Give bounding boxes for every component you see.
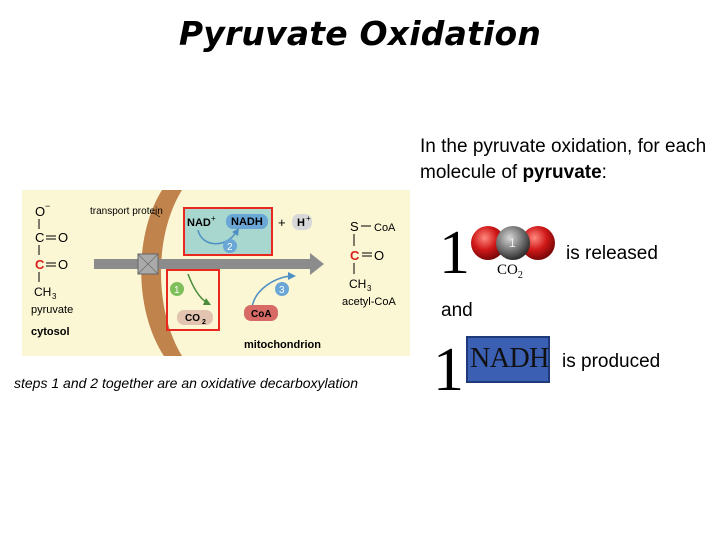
pyruvate-label: pyruvate bbox=[31, 304, 73, 316]
co2-count: 1 bbox=[439, 219, 470, 287]
cytosol-label: cytosol bbox=[31, 326, 70, 338]
mitochondrion-label: mitochondrion bbox=[244, 339, 321, 351]
produced-text: is produced bbox=[562, 351, 661, 372]
acetyl-carbon: C bbox=[350, 248, 360, 263]
step1-curve-arrow bbox=[187, 273, 207, 303]
carbon-atom-label: 1 bbox=[509, 236, 516, 250]
pyruvate-oxidation-diagram: transport protein O − C O C O CH 3 pyruv… bbox=[22, 190, 410, 356]
step2-curve-arrow bbox=[197, 229, 237, 245]
co2-diagram-label: CO bbox=[185, 313, 200, 324]
carbon-atom bbox=[496, 226, 530, 260]
acetyl-sulfur: S bbox=[350, 219, 359, 234]
released-text: is released bbox=[566, 243, 658, 264]
co2-formula-main: CO bbox=[497, 262, 518, 278]
step1-number: 1 bbox=[174, 285, 180, 296]
acetyl-methyl: CH bbox=[349, 277, 366, 291]
step3-curve-arrow bbox=[251, 275, 291, 309]
acetyl-methyl-subscript: 3 bbox=[367, 284, 372, 293]
pyruvate-carbon-1: C bbox=[35, 230, 44, 245]
pyruvate-methyl-subscript: 3 bbox=[52, 292, 57, 301]
mitochondrial-membrane bbox=[141, 190, 182, 356]
step1-highlight-box bbox=[166, 269, 220, 331]
pyruvate-methyl: CH bbox=[34, 285, 51, 299]
step2-marker bbox=[223, 239, 237, 253]
page-title: Pyruvate Oxidation bbox=[178, 14, 542, 53]
nadh-count: 1 bbox=[433, 336, 464, 404]
intro-suffix: : bbox=[601, 162, 607, 183]
oxygen-atom-right bbox=[521, 226, 555, 260]
h-ion-charge: + bbox=[306, 214, 311, 223]
nadh-label: NADH bbox=[470, 343, 549, 374]
pyruvate-oxygen-1: O bbox=[58, 230, 68, 245]
nadh-box bbox=[466, 336, 550, 383]
step3-number: 3 bbox=[279, 285, 285, 296]
h-ion-pill bbox=[292, 214, 312, 230]
pyruvate-oxygen: O bbox=[35, 204, 45, 219]
coa-pill bbox=[244, 305, 278, 321]
acetyl-coa-text: CoA bbox=[374, 222, 396, 234]
intro-bold-word: pyruvate bbox=[522, 162, 602, 183]
diagram-caption: steps 1 and 2 together are an oxidative … bbox=[14, 375, 359, 391]
step1-marker bbox=[170, 282, 184, 296]
and-text: and bbox=[441, 300, 473, 321]
acetyl-coa-label: acetyl-CoA bbox=[342, 296, 396, 308]
transport-protein-label: transport protein bbox=[90, 206, 163, 217]
coa-label: CoA bbox=[251, 309, 272, 320]
acetyl-oxygen: O bbox=[374, 248, 384, 263]
oxygen-atom-left bbox=[471, 226, 505, 260]
nad-label: NAD bbox=[187, 217, 211, 229]
co2-molecule-icon: 1 bbox=[471, 226, 555, 260]
pyruvate-oxygen-charge: − bbox=[45, 201, 50, 211]
co2-diagram-subscript: 2 bbox=[202, 319, 206, 326]
intro-text: In the pyruvate oxidation, for each mole… bbox=[420, 134, 720, 186]
step2-number: 2 bbox=[227, 242, 233, 253]
co2-formula-subscript: 2 bbox=[517, 270, 523, 281]
nadh-pill bbox=[226, 214, 268, 229]
intro-prefix: In the pyruvate oxidation, for each mole… bbox=[420, 136, 707, 183]
pyruvate-carbon-2: C bbox=[35, 257, 45, 272]
transport-arrow-shaft bbox=[94, 259, 310, 269]
pyruvate-oxygen-2: O bbox=[58, 257, 68, 272]
plus-sign: + bbox=[278, 215, 286, 230]
step3-marker bbox=[275, 282, 289, 296]
transport-arrow-head bbox=[310, 253, 324, 275]
co2-formula: CO2 bbox=[497, 262, 523, 281]
nad-charge: + bbox=[211, 214, 216, 223]
nadh-diagram-label: NADH bbox=[231, 216, 263, 228]
co2-pill bbox=[177, 310, 213, 325]
h-ion-label: H bbox=[297, 217, 305, 229]
